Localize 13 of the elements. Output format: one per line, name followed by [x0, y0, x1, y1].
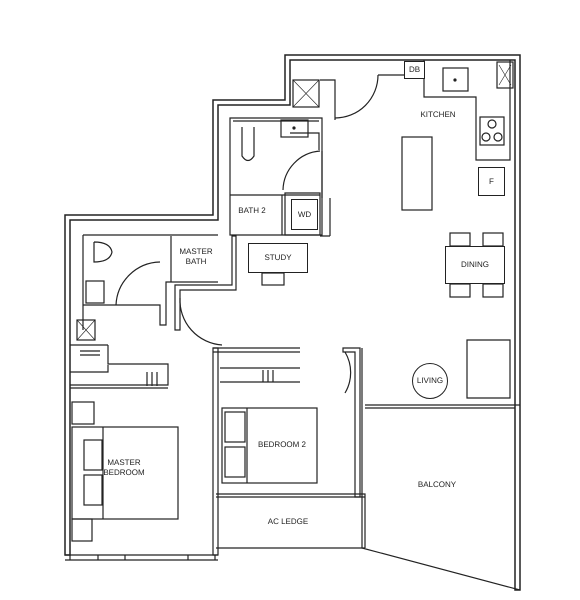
cabinet-box: DB: [404, 61, 425, 79]
room-label: MASTER BEDROOM: [102, 458, 146, 478]
dining-table: DINING: [445, 246, 505, 284]
room-label: BATH 2: [237, 206, 267, 216]
room-label: MASTER BATH: [178, 247, 214, 267]
fridge-box: F: [478, 167, 505, 196]
room-label: KITCHEN: [419, 110, 457, 120]
appliance-box: WD: [291, 199, 318, 230]
study-desk: STUDY: [248, 243, 308, 273]
living-marker: LIVING: [412, 363, 448, 399]
room-label: BEDROOM 2: [256, 440, 307, 450]
room-label: AC LEDGE: [266, 517, 310, 527]
room-label: BALCONY: [416, 480, 458, 490]
